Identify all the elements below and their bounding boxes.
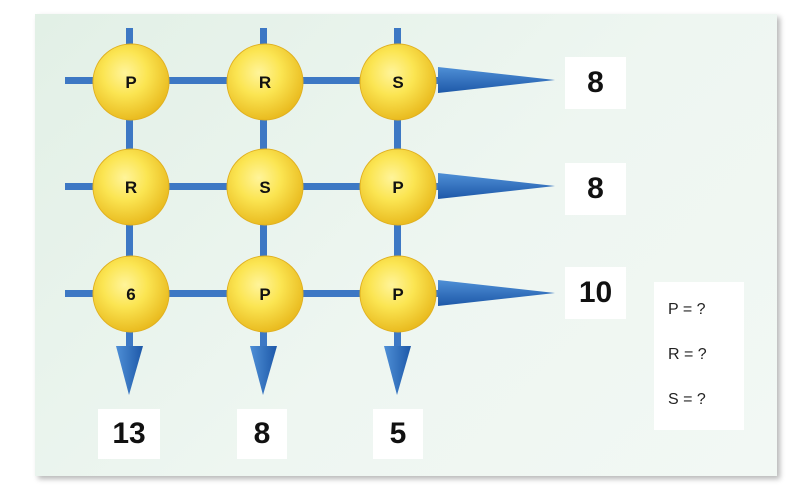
column-sum-1: 13 [98, 409, 160, 459]
legend-p: P = ? [668, 301, 706, 318]
node-label: P [392, 178, 403, 197]
column-arrow-1 [116, 346, 143, 395]
node-label: R [259, 73, 271, 92]
node-label: 6 [126, 285, 135, 304]
node-r2c2: S [226, 148, 304, 226]
row-arrow-1 [438, 67, 555, 93]
node-r3c2: P [226, 255, 304, 333]
node-r3c1: 6 [92, 255, 170, 333]
row-sum-2: 8 [565, 163, 626, 215]
node-label: P [125, 73, 136, 92]
node-label: R [125, 178, 137, 197]
row-arrow-3 [438, 280, 555, 306]
node-r2c1: R [92, 148, 170, 226]
column-sum-3: 5 [373, 409, 423, 459]
node-label: S [392, 73, 403, 92]
node-r1c1: P [92, 43, 170, 121]
node-label: P [259, 285, 270, 304]
row-arrow-2 [438, 173, 555, 199]
legend-r: R = ? [668, 346, 707, 363]
row-sum-1: 8 [565, 57, 626, 109]
legend-s: S = ? [668, 391, 706, 408]
node-r1c2: R [226, 43, 304, 121]
column-arrow-3 [384, 346, 411, 395]
node-r2c3: P [359, 148, 437, 226]
row-sum-3: 10 [565, 267, 626, 319]
node-r3c3: P [359, 255, 437, 333]
node-label: S [259, 178, 270, 197]
node-r1c3: S [359, 43, 437, 121]
unknowns-legend: P = ? R = ? S = ? [654, 282, 744, 430]
node-label: P [392, 285, 403, 304]
column-arrow-2 [250, 346, 277, 395]
column-sum-2: 8 [237, 409, 287, 459]
